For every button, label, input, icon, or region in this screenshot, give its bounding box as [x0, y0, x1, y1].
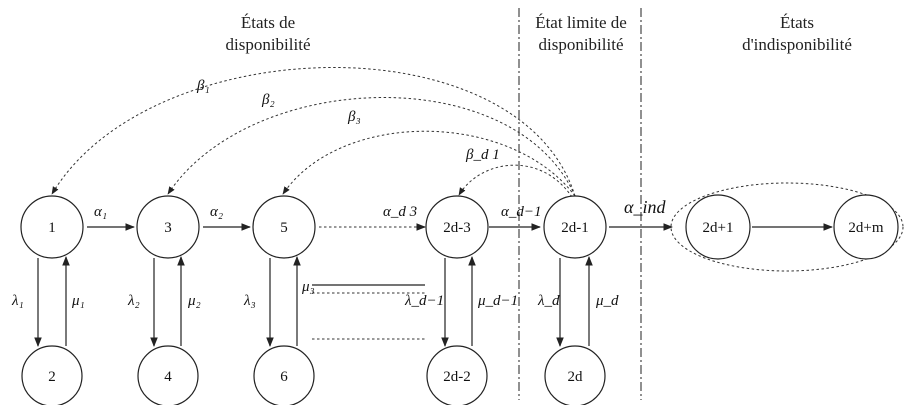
label-mu-d: μ_d	[595, 293, 619, 309]
label-mu2: μ₂	[187, 293, 201, 309]
unavailability-group-ellipse	[670, 182, 904, 272]
label-lambda3: λ₃	[243, 293, 256, 309]
label-alpha-d1: α_d−1	[501, 204, 542, 220]
state-2d-3-label: 2d-3	[443, 220, 471, 236]
state-3: 3	[136, 195, 200, 259]
state-4: 4	[137, 345, 199, 405]
state-2d-2: 2d-2	[426, 345, 488, 405]
state-2d+1: 2d+1	[685, 194, 751, 260]
state-6: 6	[253, 345, 315, 405]
label-mu3: μ₃	[301, 279, 315, 295]
state-2d-1: 2d-1	[543, 195, 607, 259]
label-alpha2: α₂	[210, 204, 223, 220]
state-2d-3: 2d-3	[425, 195, 489, 259]
state-2d+m: 2d+m	[833, 194, 899, 260]
label-beta-d1: β_d 1	[465, 147, 500, 163]
header-limit-line2: disponibilité	[539, 35, 624, 54]
state-1: 1	[20, 195, 84, 259]
label-lambda-d: λ_d	[537, 293, 560, 309]
state-5-label: 5	[280, 220, 288, 236]
state-2d-2-label: 2d-2	[443, 369, 471, 385]
state-2d-label: 2d	[568, 369, 584, 385]
state-2d+1-label: 2d+1	[703, 220, 734, 236]
arrow-beta2	[167, 97, 576, 197]
label-lambda-d1: λ_d−1	[404, 293, 444, 309]
label-beta1: β₁	[196, 78, 210, 94]
arrow-beta-d1	[458, 164, 573, 198]
state-2d: 2d	[544, 345, 606, 405]
state-5: 5	[252, 195, 316, 259]
state-2-label: 2	[48, 369, 56, 385]
state-4-label: 4	[164, 369, 172, 385]
label-alpha-ind: α_ind	[624, 197, 666, 217]
header-unavailability-line2: d'indisponibilité	[742, 35, 852, 54]
state-2d-1-label: 2d-1	[561, 220, 589, 236]
header-availability-line1: États de	[241, 13, 295, 32]
label-alpha-d3: α_d 3	[383, 204, 417, 220]
label-lambda1: λ₁	[11, 293, 24, 309]
state-1-label: 1	[48, 220, 56, 236]
arrow-beta1	[51, 67, 576, 197]
label-beta3: β₃	[347, 109, 361, 125]
header-limit-line1: État limite de	[535, 13, 627, 32]
label-beta2: β₂	[261, 92, 275, 108]
header-availability-line2: disponibilité	[226, 35, 311, 54]
state-3-label: 3	[164, 220, 172, 236]
label-lambda2: λ₂	[127, 293, 140, 309]
label-mu-d1: μ_d−1	[477, 293, 518, 309]
header-unavailability-line1: États	[780, 13, 814, 32]
label-mu1: μ₁	[71, 293, 85, 309]
state-2d+m-label: 2d+m	[848, 220, 883, 236]
label-alpha1: α₁	[94, 204, 107, 220]
state-2: 2	[21, 345, 83, 405]
state-6-label: 6	[280, 369, 288, 385]
